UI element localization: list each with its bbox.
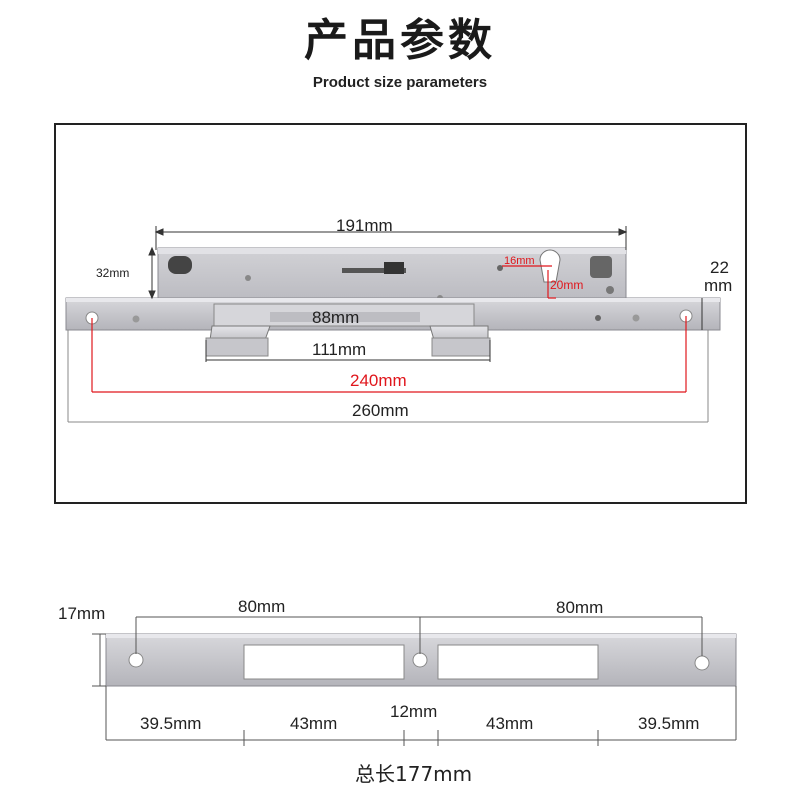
label-20mm: 20mm [550, 278, 584, 292]
label-88mm: 88mm [312, 308, 360, 327]
label-260mm: 260mm [352, 401, 409, 420]
label-240mm: 240mm [350, 371, 407, 390]
lock-case [157, 247, 627, 301]
label-80mm-left: 80mm [238, 597, 286, 616]
label-80mm-right: 80mm [556, 598, 604, 617]
label-22-unit: mm [704, 276, 733, 295]
label-16mm: 16mm [504, 255, 535, 267]
label-191mm: 191mm [336, 216, 393, 235]
label-segment-43-right: 43mm [486, 714, 534, 733]
strike-slot-right [437, 644, 599, 680]
label-segment-39-5-right: 39.5mm [638, 714, 700, 733]
label-17mm: 17mm [58, 604, 106, 623]
label-segment-43-left: 43mm [290, 714, 338, 733]
page-title: 产品参数 [304, 15, 496, 66]
label-segment-12: 12mm [390, 702, 438, 721]
page-subtitle: Product size parameters [312, 74, 488, 91]
label-segment-39-5-left: 39.5mm [140, 714, 202, 733]
case-slot [168, 256, 192, 274]
label-22: 22 [710, 258, 729, 277]
strike-slot-left [243, 644, 405, 680]
latch-bolts [205, 303, 491, 357]
label-111mm: 111mm [312, 340, 367, 359]
label-total-length: 总长177mm [355, 762, 473, 786]
label-32mm: 32mm [96, 266, 130, 280]
strike-plate [105, 633, 737, 687]
